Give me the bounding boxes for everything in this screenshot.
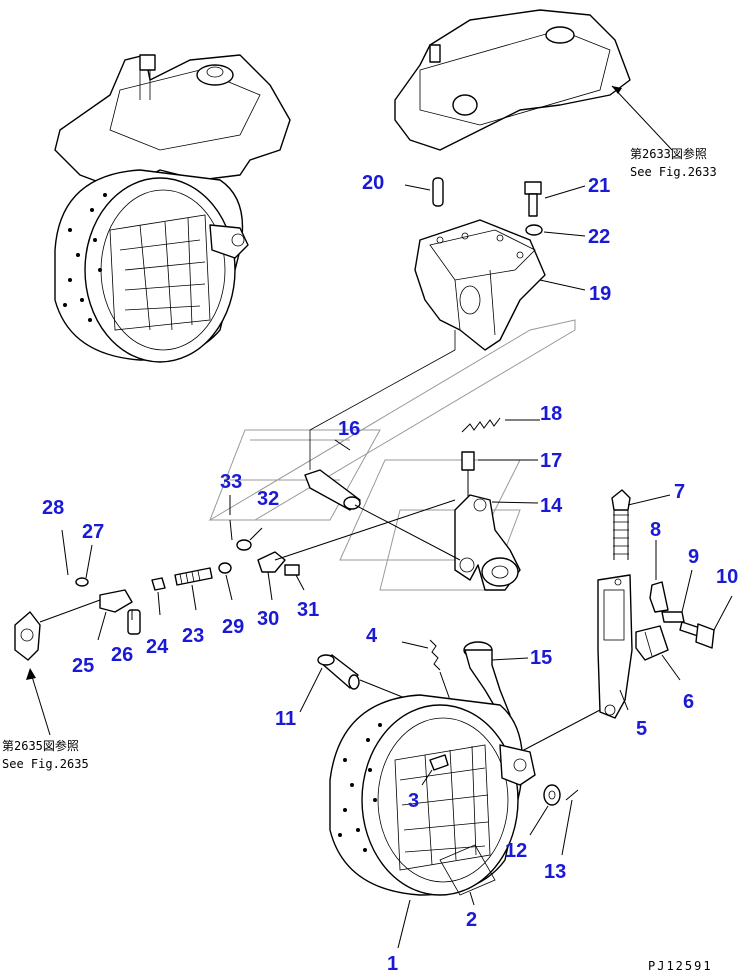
part-25-yoke	[39, 589, 133, 641]
reference-note-2633-line2: See Fig.2633	[630, 165, 717, 179]
part-19-bracket	[309, 219, 586, 431]
part-14-lever	[454, 494, 539, 591]
part-32-washer	[236, 527, 263, 551]
callouts: 1 2 3 4 5 6 7 8 9 10 11 12 13 14 15 16 1…	[42, 172, 738, 975]
callout-4: 4	[366, 625, 378, 647]
part-23-adjuster	[174, 567, 213, 611]
drum-holes	[63, 193, 107, 322]
callout-3: 3	[408, 790, 419, 812]
part-10-bolt	[679, 595, 733, 649]
reference-note-2633-line1: 第2633図参照	[630, 146, 707, 161]
part-4-spring	[401, 639, 451, 701]
part-20-pin	[404, 177, 444, 207]
watermark-logo	[208, 319, 576, 591]
reference-note-2635-line1: 第2635図参照	[2, 738, 79, 753]
part-33-pin	[229, 495, 233, 541]
callout-7: 7	[674, 481, 685, 503]
callout-28: 28	[42, 497, 64, 519]
part-1-brake-band	[329, 694, 536, 949]
reference-note-2633: 第2633図参照 See Fig.2633	[630, 146, 717, 179]
part-21-bolt	[524, 181, 586, 217]
callout-1: 1	[387, 953, 398, 975]
part-27-washer	[75, 544, 93, 587]
part-9-plate	[661, 569, 693, 623]
part-18-spring	[461, 417, 540, 433]
callout-17: 17	[540, 450, 562, 472]
callout-30: 30	[257, 608, 279, 630]
linkage-end-ref-2635	[14, 611, 51, 736]
callout-19: 19	[589, 283, 611, 305]
callout-16: 16	[338, 418, 360, 440]
part-6-block	[635, 625, 681, 681]
transmission-case-assembly	[54, 54, 291, 363]
callout-5: 5	[636, 718, 647, 740]
callout-27: 27	[82, 521, 104, 543]
callout-26: 26	[111, 644, 133, 666]
part-8-clip	[649, 540, 669, 613]
reference-note-2635-line2: See Fig.2635	[2, 757, 89, 771]
callout-11: 11	[275, 708, 296, 730]
callout-20: 20	[362, 172, 384, 194]
callout-9: 9	[688, 546, 699, 568]
part-7-bolt	[611, 489, 671, 560]
callout-33: 33	[220, 471, 242, 493]
callout-13: 13	[544, 861, 566, 883]
part-17-clevis	[461, 451, 538, 500]
callout-31: 31	[297, 599, 319, 621]
callout-25: 25	[72, 655, 94, 677]
callout-10: 10	[716, 566, 738, 588]
callout-6: 6	[683, 691, 694, 713]
reference-note-2635: 第2635図参照 See Fig.2635	[2, 738, 89, 771]
callout-15: 15	[530, 647, 552, 669]
drawing-code: PJ12591	[648, 959, 713, 973]
part-5-link	[519, 574, 633, 753]
callout-2: 2	[466, 909, 477, 931]
part-29-nut	[218, 562, 233, 601]
part-16-rod	[304, 430, 461, 561]
callout-32: 32	[257, 488, 279, 510]
callout-24: 24	[146, 636, 169, 658]
part-28-cotter	[61, 529, 69, 576]
part-26-pin	[127, 609, 141, 635]
part-3-pin	[421, 754, 449, 786]
part-22-washer	[525, 224, 586, 237]
part-13-cotter	[561, 789, 579, 856]
part-31-pin	[284, 564, 305, 591]
callout-29: 29	[222, 616, 244, 638]
callout-18: 18	[540, 403, 562, 425]
band-holes	[338, 723, 382, 852]
callout-23: 23	[182, 625, 204, 647]
callout-14: 14	[540, 495, 563, 517]
part-12-washer	[529, 784, 561, 836]
callout-12: 12	[505, 840, 527, 862]
part-2-lining	[439, 844, 496, 906]
gear-case-cover	[394, 9, 673, 151]
callout-8: 8	[650, 519, 661, 541]
part-30-clevis	[257, 499, 456, 601]
callout-21: 21	[588, 175, 610, 197]
part-24-nut	[151, 577, 166, 616]
callout-22: 22	[588, 226, 610, 248]
